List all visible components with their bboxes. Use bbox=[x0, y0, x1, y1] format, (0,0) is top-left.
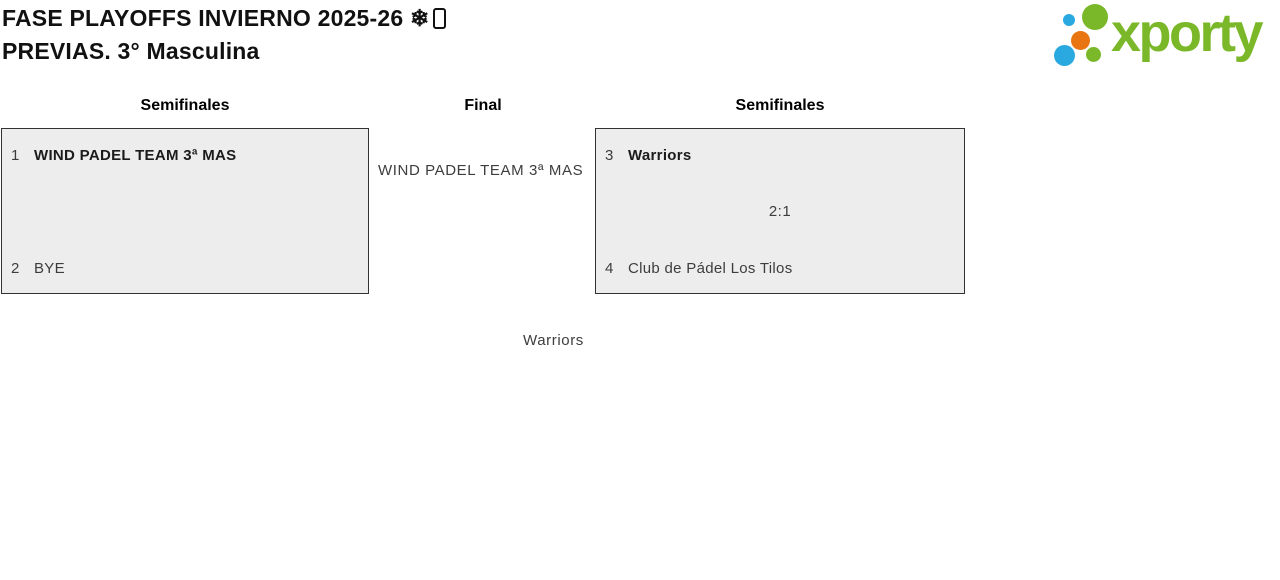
page-title-line1-text: FASE PLAYOFFS INVIERNO 2025-26 ❄ bbox=[2, 5, 430, 31]
seed-number: 3 bbox=[605, 147, 614, 164]
team-row: 2 BYE bbox=[11, 260, 359, 277]
final-slot-team1[interactable]: WIND PADEL TEAM 3ª MAS bbox=[378, 162, 584, 179]
team-name-los-tilos[interactable]: Club de Pádel Los Tilos bbox=[628, 260, 793, 277]
match-box-semifinal-left: 1 WIND PADEL TEAM 3ª MAS 2 BYE bbox=[1, 128, 369, 294]
seed-number: 1 bbox=[11, 147, 20, 164]
seed-number: 2 bbox=[11, 260, 20, 277]
match-box-semifinal-right: 3 Warriors 2:1 4 Club de Pádel Los Tilos bbox=[595, 128, 965, 294]
team-name-bye: BYE bbox=[34, 260, 65, 277]
logo-dot-green-small-icon bbox=[1086, 47, 1101, 62]
page-title-line2: PREVIAS. 3° Masculina bbox=[2, 38, 260, 64]
final-slot-team2[interactable]: Warriors bbox=[523, 332, 584, 349]
team-row: 4 Club de Pádel Los Tilos bbox=[605, 260, 955, 277]
logo-dot-blue-small-icon bbox=[1063, 14, 1075, 26]
team-name-wind-padel[interactable]: WIND PADEL TEAM 3ª MAS bbox=[34, 147, 237, 164]
logo-dot-orange-icon bbox=[1071, 31, 1090, 50]
xporty-wordmark: xporty bbox=[1111, 3, 1264, 63]
logo-dot-blue-big-icon bbox=[1054, 45, 1075, 66]
team-row: 3 Warriors bbox=[605, 147, 955, 164]
team-name-warriors[interactable]: Warriors bbox=[628, 147, 692, 164]
round-header-final: Final bbox=[464, 97, 502, 114]
xporty-logo[interactable]: xporty bbox=[1050, 2, 1278, 74]
round-header-semifinales-left: Semifinales bbox=[140, 97, 230, 114]
logo-dot-green-big-icon bbox=[1082, 4, 1108, 30]
seed-number: 4 bbox=[605, 260, 614, 277]
match-score: 2:1 bbox=[768, 203, 792, 220]
team-row: 1 WIND PADEL TEAM 3ª MAS bbox=[11, 147, 359, 164]
round-header-semifinales-right: Semifinales bbox=[735, 97, 825, 114]
page-title-line1: FASE PLAYOFFS INVIERNO 2025-26 ❄ bbox=[2, 2, 447, 35]
missing-glyph-box bbox=[433, 8, 447, 29]
page-title: FASE PLAYOFFS INVIERNO 2025-26 ❄ PREVIAS… bbox=[2, 2, 447, 68]
